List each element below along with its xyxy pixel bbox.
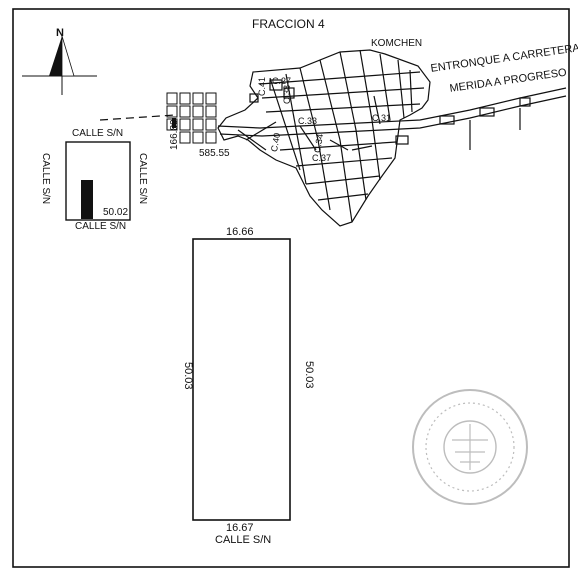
leader-dashed-line (99, 114, 176, 121)
street-c27: C.27 (272, 76, 292, 86)
street-c41: C.41 (257, 76, 267, 96)
inset-right-street: CALLE S/N (137, 153, 148, 205)
inset-dimension: 50.02 (103, 207, 129, 218)
inset-left-street: CALLE S/N (40, 153, 51, 205)
lot-right-dimension: 50.03 (303, 361, 315, 389)
distance-585-55: 585.55 (199, 148, 230, 159)
north-label: N (56, 27, 64, 39)
site-marker (172, 118, 176, 128)
lot-left-dimension: 50.03 (182, 362, 194, 390)
lot-top-dimension: 16.66 (226, 226, 254, 238)
block-grid (166, 92, 217, 144)
town-map (217, 49, 567, 227)
street-c33: C.33 (298, 116, 318, 126)
inset-lot-box (65, 141, 131, 221)
main-lot-rect (192, 238, 291, 521)
lot-street-label: CALLE S/N (215, 534, 272, 546)
north-arrow-icon (22, 35, 97, 95)
page-title: FRACCION 4 (252, 17, 325, 31)
street-c37: C.37 (312, 153, 332, 163)
inset-lot-fill (81, 180, 93, 219)
page-frame (12, 8, 570, 568)
lot-bottom-dimension: 16.67 (226, 522, 254, 534)
street-c31: C.31 (372, 113, 392, 123)
town-label: KOMCHEN (371, 38, 423, 49)
municipal-seal-stamp (412, 389, 528, 505)
inset-top-street: CALLE S/N (72, 128, 124, 139)
distance-166-80: 166.80 (169, 119, 180, 150)
street-c38: C.38 (282, 84, 292, 104)
inset-bottom-street: CALLE S/N (75, 221, 127, 232)
